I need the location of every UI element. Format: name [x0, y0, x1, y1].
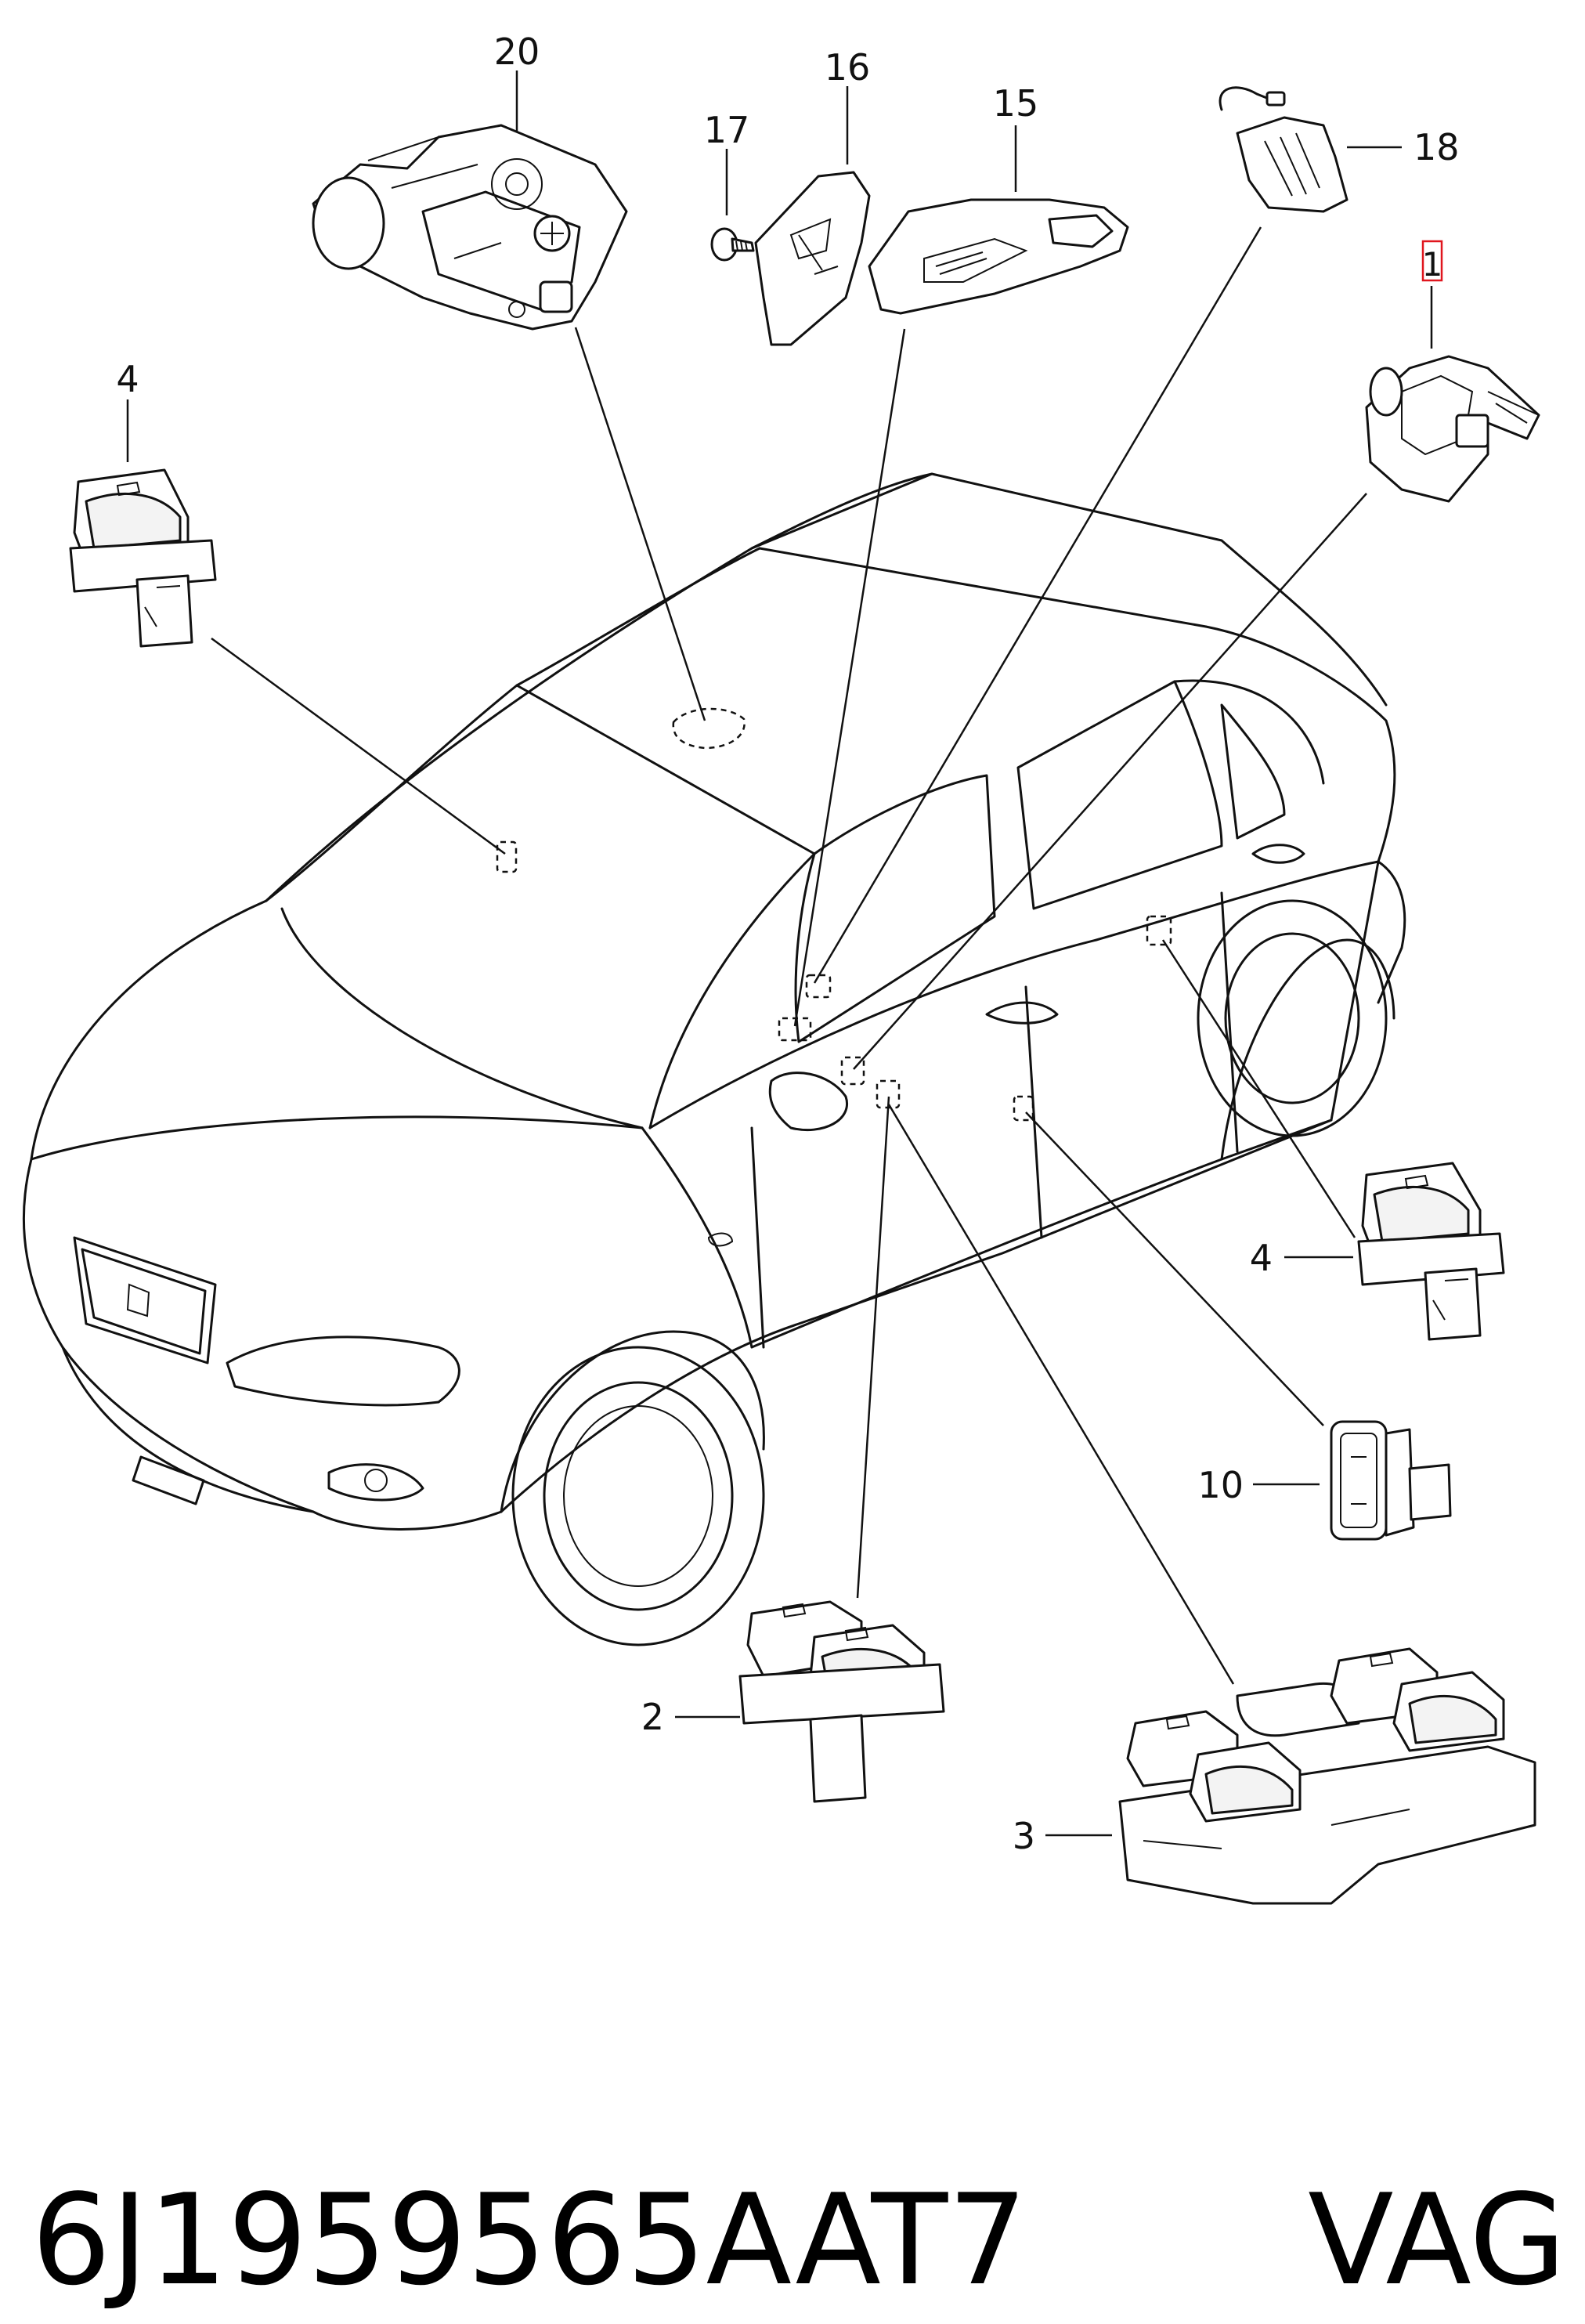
callout-16: 16 — [825, 46, 871, 89]
brand-label: VAG — [1308, 2167, 1566, 2313]
mount-mirror-base — [778, 1017, 812, 1042]
callout-1: 1 — [1422, 245, 1443, 284]
part-3-driver-switch-panel — [1118, 1647, 1536, 1905]
part-15-trim-panel — [868, 198, 1129, 315]
callout-4-left: 4 — [116, 358, 139, 400]
mount-mirror-adjust — [805, 974, 832, 999]
mounting-locations — [496, 707, 1172, 1122]
mount-front-door-left — [496, 840, 518, 873]
part-16-trim-bracket — [754, 171, 871, 346]
callout-17: 17 — [704, 109, 750, 151]
callout-18: 18 — [1414, 126, 1460, 168]
callout-3: 3 — [1013, 1815, 1035, 1857]
mount-rear-door — [1146, 915, 1172, 946]
callout-1-highlight-box — [1421, 240, 1443, 282]
mount-door-switch-a — [840, 1056, 865, 1086]
callout-10: 10 — [1197, 1464, 1244, 1506]
leader-lines — [126, 70, 1433, 1837]
part-18-cover — [1219, 86, 1349, 213]
part-number-footer: 6J1959565AAT7 VAG — [31, 2170, 1566, 2311]
callout-labels: 20 17 16 15 18 1 4 4 10 2 3 — [116, 31, 1459, 1857]
callout-15: 15 — [993, 82, 1039, 125]
callout-4-right: 4 — [1250, 1237, 1273, 1279]
mount-sunroof — [672, 707, 746, 750]
part-number: 6J1959565AAT7 — [31, 2167, 1028, 2313]
part-20-sunroof-motor — [312, 124, 628, 331]
part-2-double-window-switch — [738, 1600, 945, 1803]
callout-20: 20 — [494, 31, 540, 73]
car-body — [22, 472, 1406, 1646]
mount-sill-switch — [1013, 1095, 1034, 1122]
part-1-mirror-switch — [1365, 355, 1540, 503]
part-4-right-window-switch — [1357, 1162, 1505, 1341]
part-10-switch — [1330, 1420, 1452, 1541]
part-4-left-window-switch — [69, 468, 217, 648]
part-17-screw — [710, 227, 755, 262]
callout-2: 2 — [641, 1696, 664, 1738]
